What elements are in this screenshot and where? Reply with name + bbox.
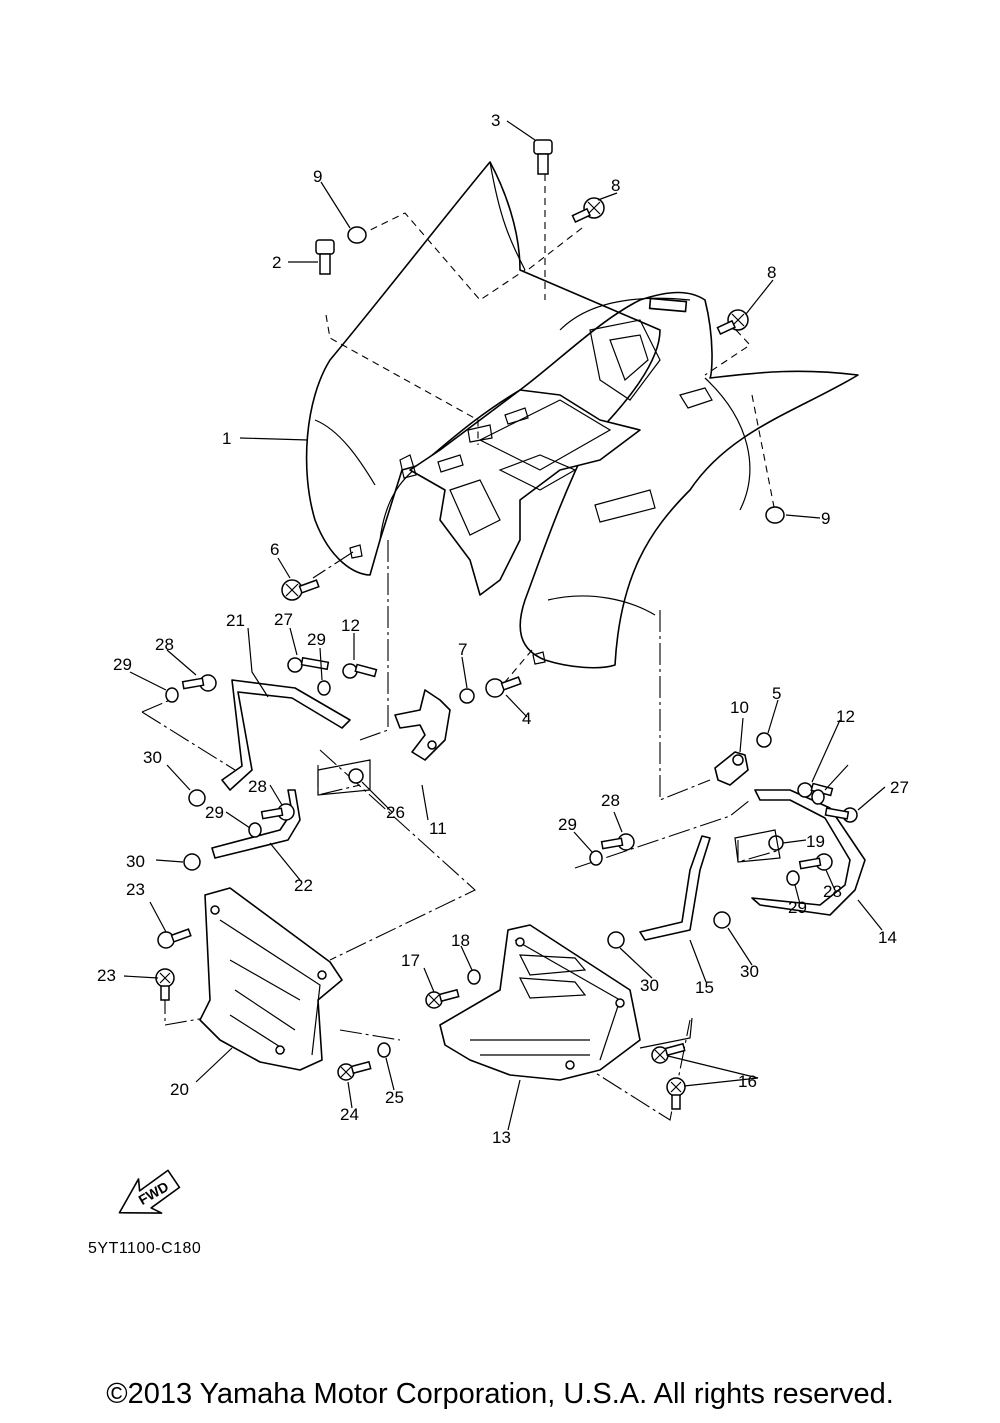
callout-label: 21 xyxy=(226,611,245,630)
rear-fender xyxy=(305,161,859,669)
callout-label: 8 xyxy=(611,176,620,195)
callout-label: 23 xyxy=(97,966,116,985)
callout-label: 23 xyxy=(126,880,145,899)
callout-label: 30 xyxy=(126,852,145,871)
callout-label: 28 xyxy=(601,791,620,810)
callout-label: 5 xyxy=(772,684,781,703)
callout-label: 4 xyxy=(522,709,531,728)
bracket-11 xyxy=(394,689,451,761)
bracket-14 xyxy=(751,789,866,916)
callout-label: 29 xyxy=(558,815,577,834)
callout-label: 28 xyxy=(823,882,842,901)
callout-label: 26 xyxy=(386,803,405,822)
callout-label: 18 xyxy=(451,931,470,950)
bracket-10 xyxy=(714,751,749,786)
callout-label: 19 xyxy=(806,832,825,851)
callout-label: 9 xyxy=(821,509,830,528)
callout-label: 24 xyxy=(340,1105,359,1124)
callout-label: 6 xyxy=(270,540,279,559)
callout-label: 13 xyxy=(492,1128,511,1147)
callout-label: 16 xyxy=(738,1072,757,1091)
callout-label: 29 xyxy=(788,898,807,917)
callout-label: 29 xyxy=(307,630,326,649)
callout-label: 12 xyxy=(341,616,360,635)
leader-lines xyxy=(123,120,886,1131)
callout-label: 30 xyxy=(143,748,162,767)
callout-label: 14 xyxy=(878,928,897,947)
diagram-code: 5YT1100-C180 xyxy=(88,1240,202,1257)
callout-label: 3 xyxy=(491,111,500,130)
callout-label: 2 xyxy=(272,253,281,272)
callout-label: 11 xyxy=(429,819,447,838)
callout-label: 8 xyxy=(767,263,776,282)
copyright-notice: ©2013 Yamaha Motor Corporation, U.S.A. A… xyxy=(106,1378,894,1410)
callout-label: 30 xyxy=(740,962,759,981)
callout-label: 27 xyxy=(890,778,909,797)
callout-label: 30 xyxy=(640,976,659,995)
callout-label: 20 xyxy=(170,1080,189,1099)
callout-label: 17 xyxy=(401,951,420,970)
callout-label: 1 xyxy=(222,429,231,448)
callout-label: 28 xyxy=(248,777,267,796)
callout-label: 15 xyxy=(695,978,714,997)
callout-label: 29 xyxy=(205,803,224,822)
callout-label: 7 xyxy=(458,640,467,659)
callout-label: 25 xyxy=(385,1088,404,1107)
callout-label: 12 xyxy=(836,707,855,726)
callout-label: 9 xyxy=(313,167,322,186)
footrest-20 xyxy=(199,887,343,1071)
footrest-13 xyxy=(439,924,641,1081)
fwd-arrow: FWD xyxy=(118,1169,181,1214)
callout-labels: 1 2 3 4 5 6 7 8 8 9 9 10 11 12 12 13 14 … xyxy=(97,111,909,1147)
callout-label: 10 xyxy=(730,698,749,717)
bracket-21 xyxy=(221,679,351,791)
callout-label: 29 xyxy=(113,655,132,674)
callout-label: 27 xyxy=(274,610,293,629)
bracket-15 xyxy=(639,835,711,941)
callout-label: 22 xyxy=(294,876,313,895)
bracket-22 xyxy=(211,789,301,859)
callout-label: 28 xyxy=(155,635,174,654)
hardware xyxy=(155,139,858,1110)
